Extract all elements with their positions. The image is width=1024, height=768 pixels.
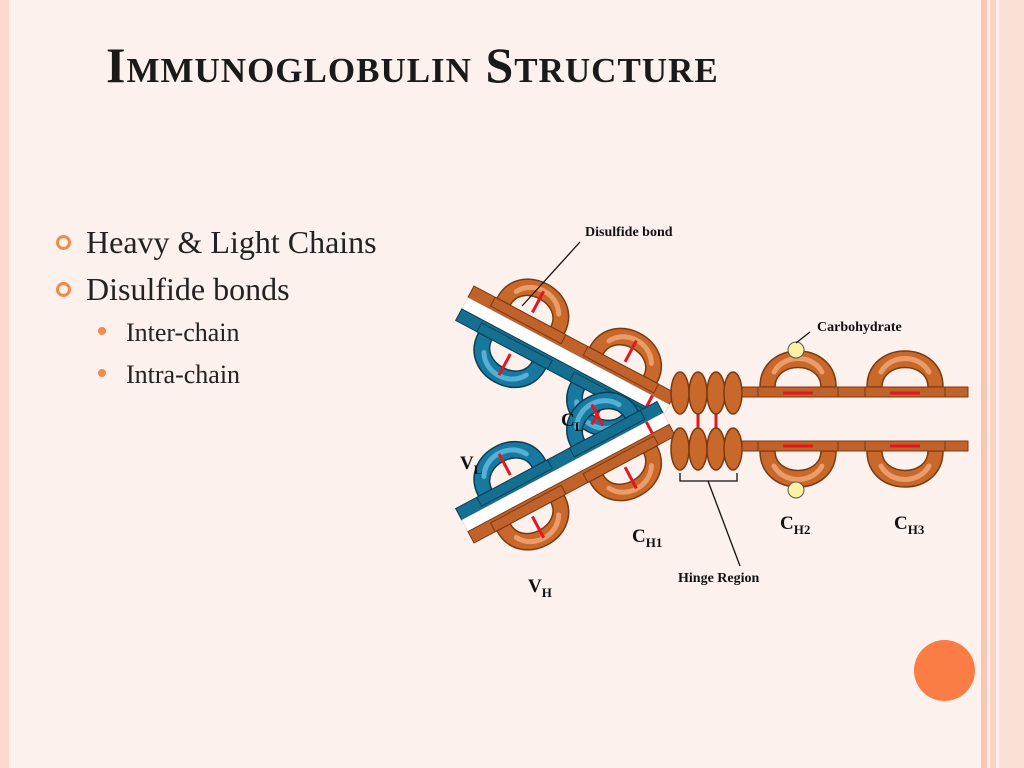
carbohydrate-icon bbox=[787, 481, 805, 499]
hinge-leader-line bbox=[707, 480, 741, 567]
bullet-dot-icon bbox=[98, 369, 106, 377]
bullet-text: Heavy & Light Chains bbox=[86, 224, 377, 260]
fc-region bbox=[741, 351, 969, 487]
hinge-bracket bbox=[679, 473, 738, 482]
bullet-dot-icon bbox=[98, 327, 106, 335]
sub-bullet-item: Intra-chain bbox=[86, 354, 408, 396]
heavy-chain-segment bbox=[741, 440, 969, 452]
ch2-label: CH2 bbox=[780, 513, 810, 537]
disulfide-leader-line bbox=[521, 241, 581, 307]
sub-bullet-list: Inter-chain Intra-chain bbox=[86, 312, 408, 396]
intra-chain-disulfide bbox=[497, 353, 512, 376]
sub-bullet-item: Inter-chain bbox=[86, 312, 408, 354]
intra-chain-disulfide bbox=[531, 290, 545, 314]
hinge-segment bbox=[706, 371, 726, 415]
right-stripe bbox=[990, 0, 996, 768]
ch3-domain bbox=[865, 441, 945, 487]
sub-bullet-text: Inter-chain bbox=[126, 318, 240, 347]
hinge-segment bbox=[723, 427, 743, 471]
inter-chain-disulfide bbox=[644, 394, 654, 408]
right-stripe bbox=[999, 0, 1024, 768]
left-stripe bbox=[0, 0, 9, 768]
hinge-segment bbox=[688, 371, 708, 415]
disulfide-bond-label: Disulfide bond bbox=[585, 225, 673, 240]
decorative-circle bbox=[914, 640, 975, 701]
intra-chain-disulfide bbox=[531, 515, 545, 539]
vh-label: VH bbox=[528, 576, 552, 600]
carbohydrate-leader-line bbox=[795, 331, 811, 344]
heavy-chain-segment bbox=[741, 386, 969, 398]
bullet-item: Disulfide bonds Inter-chain Intra-chain bbox=[48, 269, 408, 396]
hinge-region bbox=[670, 371, 743, 471]
cl-label: CL bbox=[561, 410, 584, 434]
hinge-segment bbox=[670, 427, 690, 471]
inter-chain-disulfide bbox=[644, 421, 654, 435]
bullet-text: Disulfide bonds bbox=[86, 271, 290, 307]
bullet-ring-icon bbox=[56, 235, 71, 250]
ch3-label: CH3 bbox=[894, 513, 925, 537]
intra-chain-disulfide bbox=[623, 466, 638, 490]
ch3-domain bbox=[865, 351, 945, 397]
intra-chain-disulfide bbox=[623, 339, 638, 363]
intra-chain-disulfide bbox=[497, 453, 512, 476]
right-stripe bbox=[981, 0, 987, 768]
bullet-item: Heavy & Light Chains bbox=[48, 222, 408, 263]
bullet-ring-icon bbox=[56, 282, 71, 297]
intra-chain-disulfide bbox=[590, 403, 605, 427]
sub-bullet-text: Intra-chain bbox=[126, 360, 241, 389]
ch1-label: CH1 bbox=[632, 526, 662, 550]
hinge-segment bbox=[688, 427, 708, 471]
hinge-segment bbox=[723, 371, 743, 415]
hinge-segment bbox=[670, 371, 690, 415]
slide-title: Immunoglobulin Structure bbox=[106, 37, 719, 93]
carbohydrate-icon bbox=[787, 341, 805, 359]
hinge-region-label: Hinge Region bbox=[678, 571, 759, 586]
carbohydrate-label: Carbohydrate bbox=[817, 320, 902, 335]
lower-arm bbox=[454, 370, 692, 575]
bullet-list: Heavy & Light Chains Disulfide bonds Int… bbox=[48, 222, 408, 402]
hinge-segment bbox=[706, 427, 726, 471]
ch2-domain bbox=[758, 441, 838, 487]
vl-label: VL bbox=[460, 453, 483, 477]
